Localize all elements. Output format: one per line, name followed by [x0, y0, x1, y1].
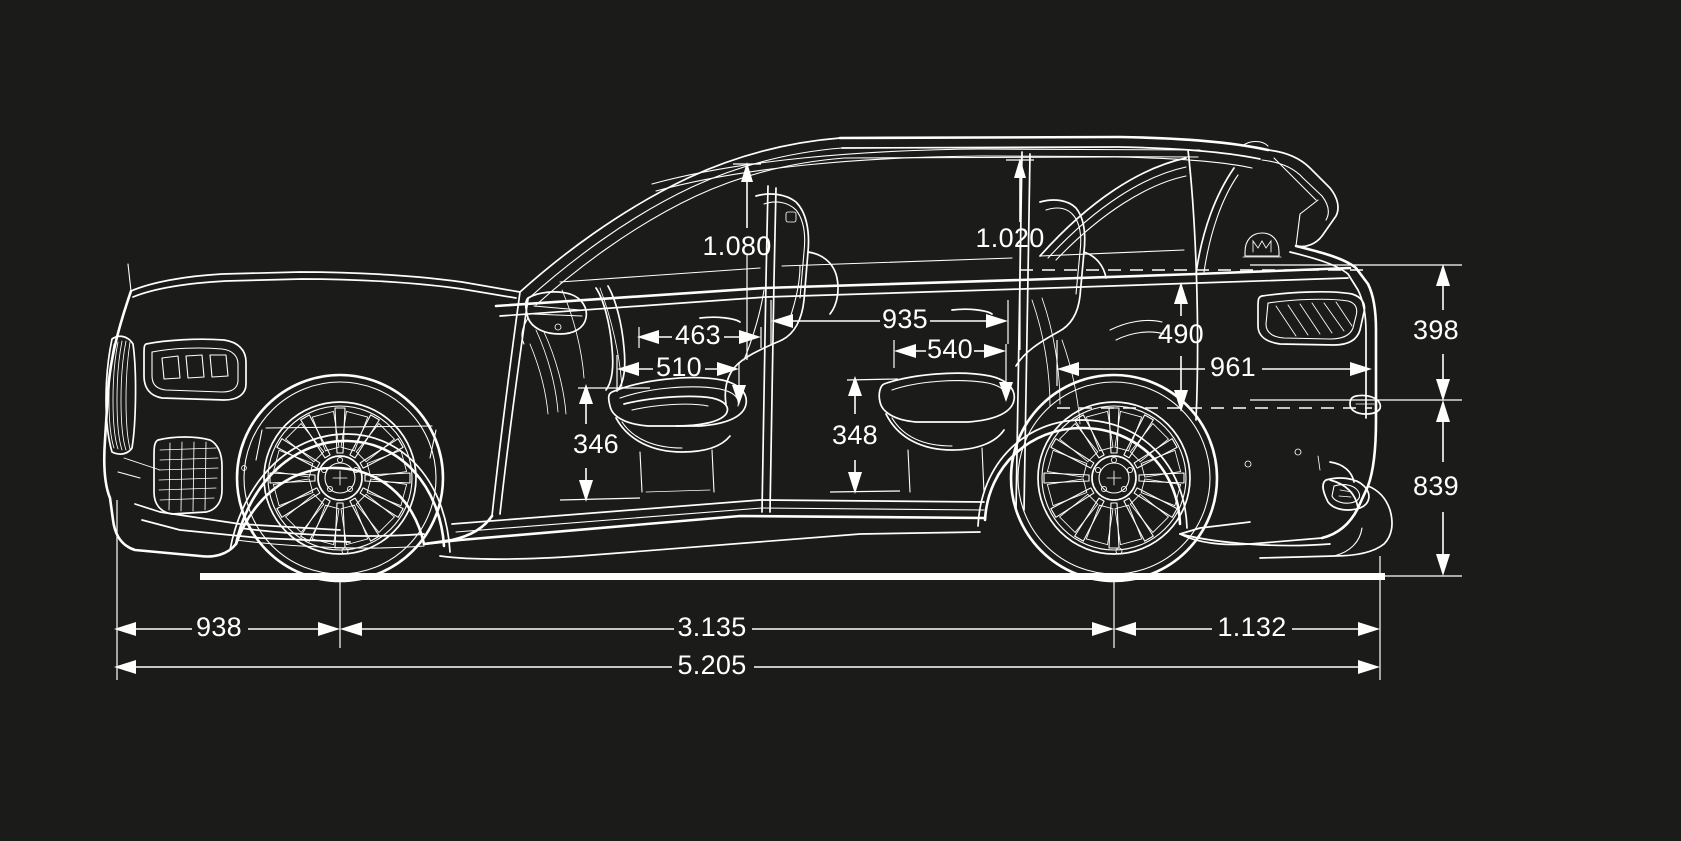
- front-wheel: [235, 373, 445, 583]
- dimension-lines-group: [114, 158, 1462, 680]
- dimension-label-1020: 1.020: [975, 223, 1044, 253]
- dimension-label-540: 540: [927, 334, 973, 364]
- dimension-labels-group: 1.080 1.020 463 510 935 540 490 961 346 …: [196, 223, 1459, 680]
- dimension-label-935: 935: [882, 304, 928, 334]
- maybach-emblem-icon: [1242, 232, 1282, 258]
- dimension-label-1132: 1.132: [1217, 612, 1286, 642]
- dimension-label-348: 348: [832, 420, 878, 450]
- dimension-label-1080: 1.080: [702, 231, 771, 261]
- dimension-label-490: 490: [1158, 319, 1204, 349]
- dimension-label-510: 510: [656, 352, 702, 382]
- dimension-label-839: 839: [1413, 471, 1459, 501]
- dimension-label-961: 961: [1210, 352, 1256, 382]
- dimension-label-463: 463: [675, 320, 721, 350]
- dimension-label-398: 398: [1413, 315, 1459, 345]
- rear-wheel: [1009, 373, 1219, 583]
- dimension-label-938: 938: [196, 612, 242, 642]
- dimension-label-3135: 3.135: [677, 612, 746, 642]
- dimension-label-5205: 5.205: [677, 650, 746, 680]
- dimension-label-346: 346: [573, 429, 619, 459]
- ground-line: [200, 573, 1385, 580]
